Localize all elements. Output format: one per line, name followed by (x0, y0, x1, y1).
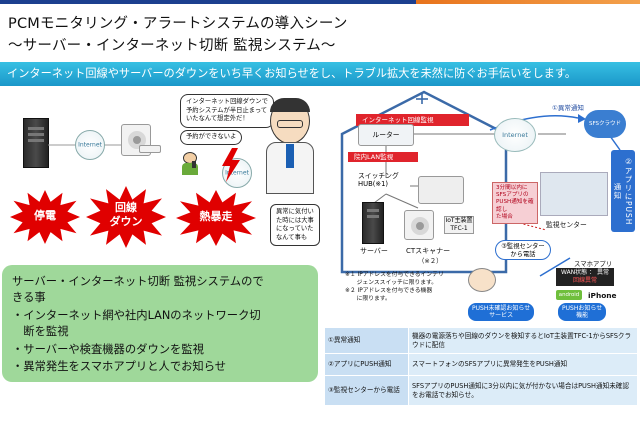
step-alarm-label: ①異常通知 (552, 104, 584, 112)
note-line: に限ります。 (345, 296, 391, 302)
ct-scanner-icon-2 (404, 210, 434, 240)
pink-note-line: た場合 (496, 213, 513, 220)
app-label: スマホアプリ (574, 260, 613, 268)
capabilities-panel: サーバー・インターネット切断 監視システムので きる事 ・インターネット網や社内… (2, 265, 318, 382)
bubble-line: インターネット回線ダウンで (186, 98, 268, 105)
wan-alert-line: WAN状態 ： 異常 (560, 269, 609, 276)
push-step-label: ②アプリにPUSH通知 (613, 156, 633, 226)
hub-device-icon (418, 176, 464, 204)
center-call-step: ③監視センター から電話 (495, 240, 551, 260)
router-label: ルーター (372, 131, 400, 139)
iphone-label: iPhone (588, 291, 617, 300)
iot-device-box: IoT主装置 TFC-1 (444, 216, 474, 234)
burst-label: 回線 (115, 201, 137, 214)
server-icon (23, 118, 49, 168)
top-accent-line (0, 0, 640, 4)
internet-globe-icon-3: Internet (494, 118, 536, 152)
bubble-line: になっていた (276, 225, 314, 232)
bubble-line: 異常に気付い (276, 208, 314, 215)
android-icon: android (556, 290, 582, 300)
panel-heading: サーバー・インターネット切断 監視システムので (12, 275, 264, 288)
table-row: ③監視センターから電話 SFSアプリのPUSH通知に3分以内に気が付かない場合は… (324, 375, 638, 406)
pink-note-line: 認し (496, 206, 508, 213)
person-phone-icon (180, 152, 200, 175)
line-down-burst: 回線 ダウン (86, 186, 166, 248)
ct-bed-icon (139, 145, 161, 153)
sfs-cloud-icon: SFSクラウド (584, 110, 626, 138)
page-title: PCMモニタリング・アラートシステムの導入シーン (8, 16, 348, 32)
monitoring-center-image (540, 172, 608, 216)
switching-hub: スイッチングHUB(※1) (358, 170, 428, 188)
step-table: ①異常通知 機器の電源落ちや回線のダウンを検知するとIoT主装置TFC-1からS… (324, 327, 638, 406)
note-line: ジェンススイッチに限ります。 (345, 280, 438, 286)
table-value: SFSアプリのPUSH通知に3分以内に気が付かない場合はPUSH通知未確認をお電… (408, 375, 638, 406)
bubble-line: なんて事も (276, 233, 308, 241)
burst-label: 停電 (34, 209, 56, 222)
bubble-line: た時には大事 (276, 216, 314, 224)
panel-item: ・サーバーや検査機器のダウンを監視 (12, 343, 204, 356)
wan-alert-line: 回線異常 (572, 277, 597, 284)
center-label: 監視センター (546, 221, 587, 229)
ct-note: （※２） (418, 257, 443, 265)
doctor-icon (262, 98, 318, 210)
push-func-line: PUSHお知らせ (562, 305, 603, 312)
lightning-icon (222, 148, 240, 182)
pink-note-line: SFSアプリの (496, 192, 529, 199)
iot-label: TFC-1 (450, 225, 468, 232)
bubble-line: いたなんて想定外だ！ (186, 115, 249, 122)
android-label: android (558, 292, 580, 298)
note-line: ※２ IPアドレスを付与できる機器 (345, 288, 433, 294)
table-row: ①異常通知 機器の電源落ちや回線のダウンを検知するとIoT主装置TFC-1からS… (324, 327, 638, 354)
call-step-line: ③監視センター (501, 243, 545, 250)
burst-label: 熱暴走 (199, 210, 233, 223)
overheat-burst: 熱暴走 (176, 190, 256, 246)
wan-alert-screen: WAN状態 ： 異常 回線異常 (556, 268, 614, 286)
panel-item: 断を監視 (12, 325, 69, 338)
speech-bubble-top: インターネット回線ダウンで 予約システムが半日止まって いたなんて想定外だ！ (180, 94, 274, 128)
internet-globe-icon: Internet (75, 130, 105, 160)
call-step-line: から電話 (510, 251, 536, 258)
globe-label: Internet (78, 141, 102, 149)
push-function-pill: PUSHお知らせ 機能 (558, 303, 607, 321)
table-value: スマートフォンのSFSアプリに異常発生をPUSH通知 (408, 353, 638, 376)
power-outage-burst: 停電 (10, 190, 80, 244)
panel-item: ・インターネット網や社内LANのネットワーク切 (12, 309, 261, 322)
three-minute-note: 3分間以内に SFSアプリの PUSH通知を確 認し た場合 (492, 182, 538, 225)
globe-label-2: Internet (225, 169, 249, 177)
note-line: ※１ IPアドレスを付与できるインテリ (345, 272, 444, 278)
globe-label-3: Internet (502, 131, 528, 139)
speech-bubble-right: 異常に気付い た時には大事 になっていた なんて事も (270, 204, 320, 246)
server-icon-2 (362, 202, 384, 244)
bubble-line: 予約ができないよ (186, 133, 237, 140)
ct-label: CTスキャナー (406, 247, 451, 255)
speech-bubble-small: 予約ができないよ (180, 130, 243, 145)
summary-bar: インターネット回線やサーバーのダウンをいち早くお知らせをし、トラブル拡大を未然に… (0, 62, 640, 86)
phone-user-icon (468, 268, 496, 292)
push-notify-step: ②アプリにPUSH通知 (611, 150, 635, 232)
router-box: ルーター (358, 124, 414, 146)
hub-label: スイッチングHUB(※1) (358, 172, 399, 188)
page-subtitle: ～サーバー・インターネット切断 監視システム～ (8, 38, 336, 54)
lan-monitor-bar: 院内LAN監視 (348, 152, 418, 162)
table-key: ③監視センターから電話 (324, 375, 409, 406)
server-label: サーバー (360, 247, 388, 255)
table-row: ②アプリにPUSH通知 スマートフォンのSFSアプリに異常発生をPUSH通知 (324, 353, 638, 376)
pink-note-line: PUSH通知を確 (496, 199, 534, 206)
table-key: ①異常通知 (324, 327, 409, 354)
service-line: サービス (489, 312, 514, 319)
table-value: 機器の電源落ちや回線のダウンを検知するとIoT主装置TFC-1からSFSクラウド… (408, 327, 638, 354)
internet-line-monitor-bar: インターネット回線監視 (356, 114, 469, 126)
panel-item: ・異常発生をスマホアプリと人でお知らせ (12, 360, 227, 373)
burst-label: ダウン (109, 215, 143, 228)
cloud-label: SFSクラウド (588, 121, 622, 127)
panel-heading: きる事 (12, 291, 46, 304)
iot-label: IoT主装置 (445, 217, 473, 224)
push-func-line: 機能 (576, 312, 589, 319)
pink-note-line: 3分間以内に (496, 185, 528, 191)
push-unconfirmed-service: PUSH未確認お知らせ サービス (468, 303, 535, 321)
service-line: PUSH未確認お知らせ (472, 305, 531, 312)
bubble-line: 予約システムが半日止まって (186, 106, 268, 114)
table-key: ②アプリにPUSH通知 (324, 353, 409, 376)
